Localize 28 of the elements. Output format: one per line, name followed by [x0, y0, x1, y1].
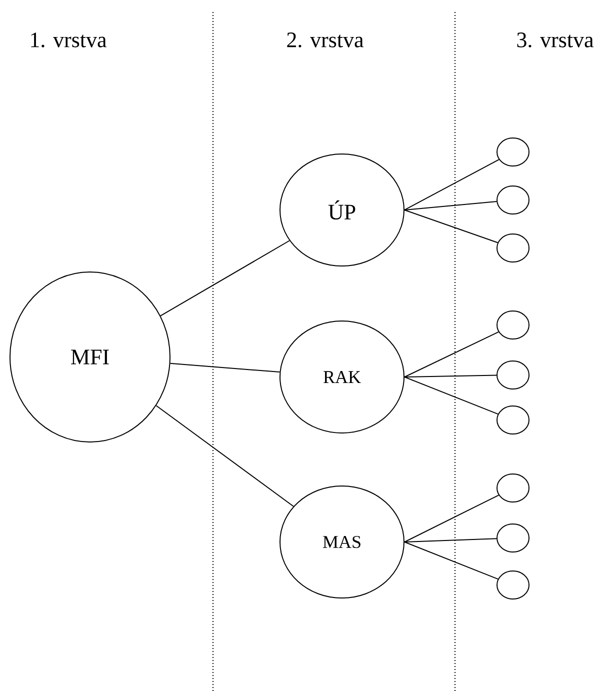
- ellipse-node: RAK: [280, 320, 404, 434]
- connector-line: [404, 376, 498, 415]
- small-circle: [496, 138, 530, 166]
- ellipse-node: ÚP: [280, 154, 404, 266]
- ellipse-node: MAS: [280, 486, 404, 598]
- small-circle: [496, 570, 530, 600]
- connector-line: [156, 405, 294, 507]
- connector-line: [404, 538, 498, 542]
- small-circle: [496, 524, 530, 552]
- small-circle: [496, 234, 530, 262]
- connector-line: [404, 201, 498, 210]
- connector-line: [404, 159, 500, 210]
- small-circle: [496, 360, 530, 390]
- connector-line: [404, 374, 497, 378]
- connector-line: [170, 362, 280, 373]
- connector-line: [160, 240, 290, 316]
- small-circle: [496, 186, 530, 214]
- layer-heading: 3. vrstva: [517, 32, 594, 48]
- layer-heading: 1. vrstva: [31, 32, 106, 48]
- connector-line: [404, 210, 498, 244]
- small-circle: [496, 474, 530, 502]
- small-circle: [496, 406, 530, 434]
- connector-line: [404, 331, 500, 378]
- small-circle: [496, 310, 530, 340]
- connector-line: [404, 494, 500, 542]
- layer-heading: 2. vrstva: [287, 32, 364, 48]
- ellipse-node: MFI: [10, 272, 170, 442]
- connector-line: [404, 542, 498, 580]
